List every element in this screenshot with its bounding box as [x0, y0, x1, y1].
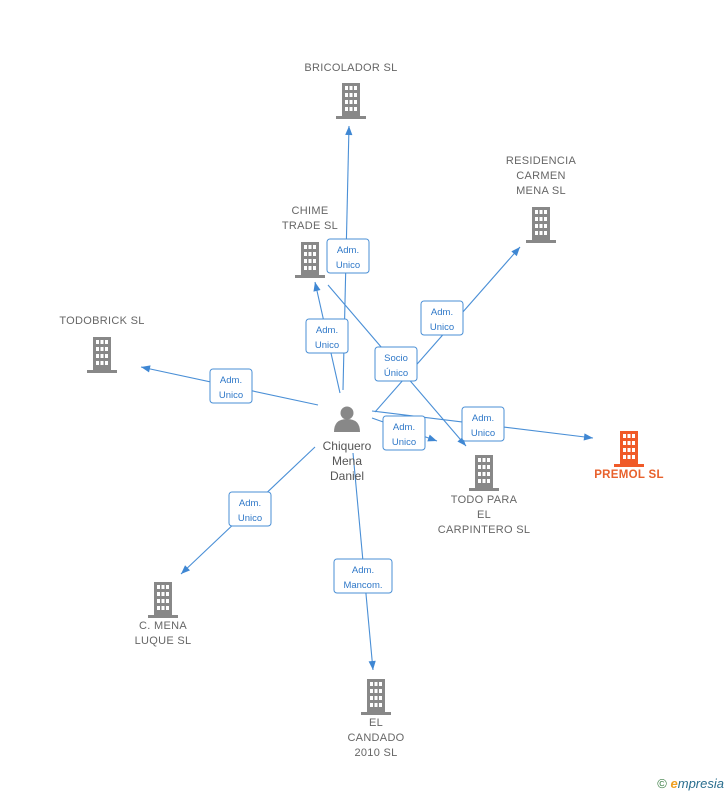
building-icon	[87, 337, 117, 373]
person-label: Mena	[332, 454, 362, 468]
company-label: CARMEN	[516, 170, 565, 182]
edge-label-text: Unico	[238, 513, 262, 524]
company-label: CANDADO	[347, 732, 404, 744]
edge-label-text: Unico	[430, 322, 454, 333]
company-label: TODOBRICK SL	[59, 315, 144, 327]
edge-label-text: Adm.	[220, 375, 242, 386]
company-node-todopara[interactable]: TODO PARA EL CARPINTERO SL	[438, 455, 531, 536]
company-label: TODO PARA	[451, 494, 518, 506]
edge-label[interactable]: Adm. Unico	[228, 491, 272, 527]
edge-label[interactable]: Adm. Mancom.	[333, 558, 393, 594]
edge-label-text: Unico	[336, 260, 360, 271]
edge-label-text: Adm.	[352, 565, 374, 576]
building-icon	[148, 582, 178, 618]
company-label: BRICOLADOR SL	[304, 62, 397, 74]
copyright-symbol: ©	[657, 776, 667, 791]
edge-label[interactable]: Adm. Unico	[420, 300, 464, 336]
edge-label[interactable]: Adm. Unico	[209, 368, 253, 404]
building-icon	[614, 431, 644, 467]
edge-label-text: Unico	[471, 428, 495, 439]
building-icon	[361, 679, 391, 715]
arrow-head	[511, 247, 520, 257]
edge-label[interactable]: Adm. Unico	[461, 406, 505, 442]
arrow-head	[368, 660, 376, 670]
edge-label-text: Unico	[315, 340, 339, 351]
company-node-todobrick[interactable]: TODOBRICK SL	[59, 315, 144, 373]
edge-label-text: Socio	[384, 353, 408, 364]
company-node-residencia[interactable]: RESIDENCIA CARMEN MENA SL	[506, 155, 577, 243]
arrow-head	[583, 433, 593, 441]
arrow-head	[181, 565, 191, 574]
building-icon	[336, 83, 366, 119]
footer-brand: © empresia	[657, 776, 724, 791]
company-node-chime[interactable]: CHIME TRADE SL	[282, 205, 338, 278]
edge-label[interactable]: Adm. Unico	[382, 415, 426, 451]
person-icon	[340, 406, 354, 420]
building-icon	[526, 207, 556, 243]
arrow-head	[141, 365, 151, 373]
company-label: C. MENA	[139, 620, 187, 632]
company-node-premol[interactable]: PREMOL SL	[594, 431, 664, 481]
edge-label-text: Unico	[392, 437, 416, 448]
company-label: PREMOL SL	[594, 469, 664, 481]
company-node-cmena[interactable]: C. MENA LUQUE SL	[135, 582, 192, 647]
edge-label-text: Adm.	[393, 422, 415, 433]
edge-label[interactable]: Adm. Unico	[326, 238, 370, 274]
arrow-head	[313, 282, 321, 292]
edge-label-text: Adm.	[337, 245, 359, 256]
company-node-candado[interactable]: EL CANDADO 2010 SL	[347, 679, 404, 759]
company-label: TRADE SL	[282, 220, 338, 232]
person-label: Daniel	[330, 469, 364, 483]
edge-label-text: Adm.	[431, 307, 453, 318]
edge-label[interactable]: Adm. Unico	[305, 318, 349, 354]
company-label: LUQUE SL	[135, 635, 192, 647]
edge-label-text: Mancom.	[343, 580, 382, 591]
edge-label-text: Adm.	[316, 325, 338, 336]
company-label: EL	[369, 717, 383, 729]
edge-label-text: Único	[384, 368, 408, 379]
company-label: MENA SL	[516, 185, 566, 197]
edge-label-text: Unico	[219, 390, 243, 401]
brand-logo[interactable]: empresia	[670, 776, 724, 791]
building-icon	[469, 455, 499, 491]
edge-label-text: Adm.	[239, 498, 261, 509]
company-label: EL	[477, 509, 491, 521]
company-label: RESIDENCIA	[506, 155, 577, 167]
person-icon-body	[334, 419, 360, 432]
arrow-head	[345, 126, 353, 136]
company-label: CHIME	[292, 205, 329, 217]
arrow-head	[457, 436, 466, 446]
company-node-bricolador[interactable]: BRICOLADOR SL	[304, 62, 397, 119]
person-label: Chiquero	[323, 439, 372, 453]
arrow-head	[427, 434, 437, 442]
building-icon	[295, 242, 325, 278]
company-label: 2010 SL	[354, 747, 397, 759]
company-label: CARPINTERO SL	[438, 524, 531, 536]
edge-label-text: Adm.	[472, 413, 494, 424]
